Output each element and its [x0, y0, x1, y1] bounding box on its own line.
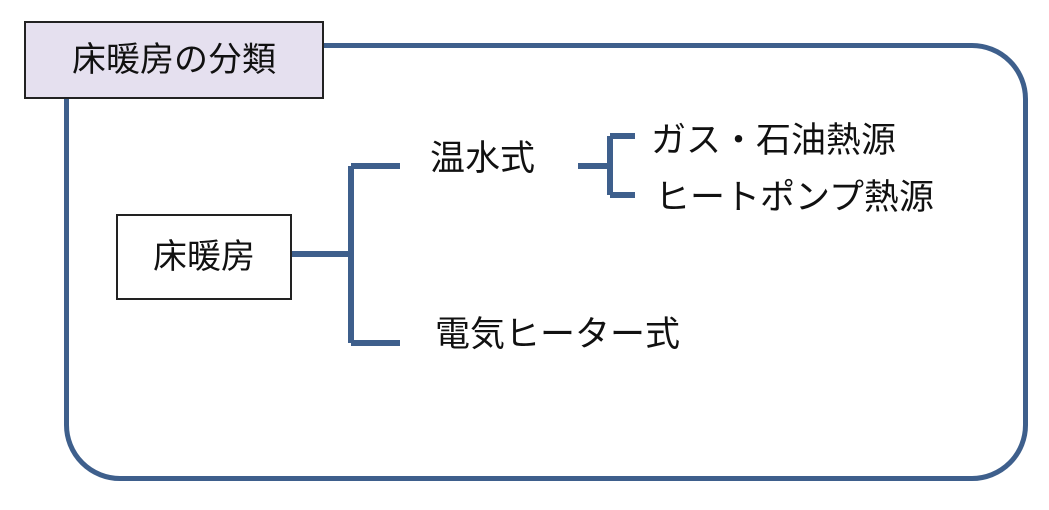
- root-node-yukadanbo: 床暖房: [116, 214, 292, 300]
- leaf-node-heat-pump-netsugen: ヒートポンプ熱源: [655, 178, 934, 218]
- diagram-frame: [64, 43, 1028, 481]
- leaf-node-gas-sekiyu-netsugen: ガス・石油熱源: [651, 121, 897, 161]
- title-label: 床暖房の分類: [24, 21, 324, 99]
- branch-node-denki-heater-shiki: 電気ヒーター式: [435, 315, 681, 355]
- branch-node-onsui-shiki: 温水式: [430, 139, 536, 179]
